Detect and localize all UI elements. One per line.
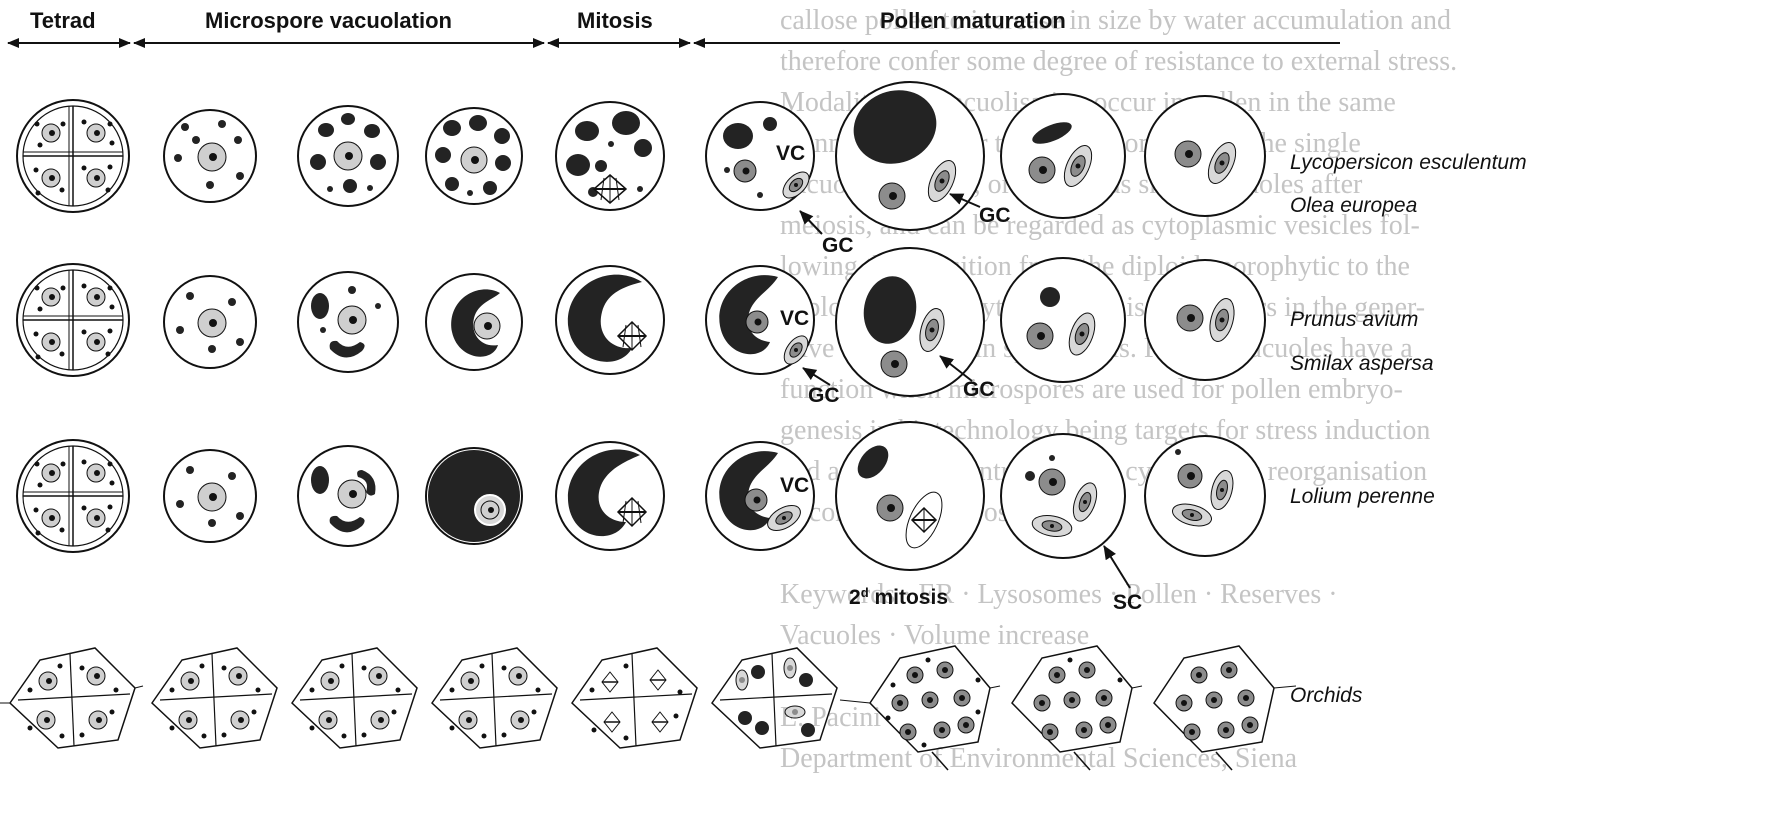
microspore-cell — [298, 106, 398, 206]
arrow-gc — [803, 368, 830, 385]
orchid-tetrad — [292, 648, 417, 748]
species-label-lolium: Lolium perenne — [1290, 485, 1435, 508]
microspore-cell — [298, 272, 398, 372]
pollen-cell — [1145, 96, 1265, 216]
label-second-mitosis: 2d mitosis — [849, 585, 948, 610]
pollen-cell — [1001, 258, 1125, 382]
row-prunus-smilax: VC GC GC — [17, 248, 1265, 407]
microspore-cell — [426, 108, 522, 204]
row-orchids — [0, 646, 1296, 770]
stage-label-pollen-maturation: Pollen maturation — [880, 8, 1066, 33]
orchid-tetrad-pollinia — [1012, 646, 1142, 770]
mitosis-cell — [556, 266, 664, 374]
microspore-cell — [298, 446, 398, 546]
species-label-prunus: Prunus avium — [1290, 308, 1418, 331]
label-sc: SC — [1113, 591, 1142, 614]
species-label-orchids: Orchids — [1290, 684, 1363, 707]
label-gc: GC — [808, 384, 840, 407]
microspore-cell — [164, 450, 256, 542]
label-vc: VC — [780, 307, 809, 330]
species-label-smilax: Smilax aspersa — [1290, 352, 1434, 375]
orchid-tetrad — [432, 648, 557, 748]
arrow-sc — [1104, 546, 1130, 588]
label-vc: VC — [776, 142, 805, 165]
label-gc: GC — [979, 204, 1011, 227]
label-gc: GC — [963, 378, 995, 401]
pollen-cell — [836, 422, 984, 570]
pollen-cell — [836, 79, 984, 230]
mitosis-cell — [556, 102, 664, 210]
species-label-olea: Olea europea — [1290, 194, 1417, 217]
stage-label-microspore-vacuolation: Microspore vacuolation — [205, 8, 452, 33]
microspore-cell — [164, 110, 256, 202]
species-label-lycopersicon: Lycopersicon esculentum — [1290, 151, 1527, 174]
orchid-tetrad — [0, 648, 143, 748]
pollen-cell — [1145, 436, 1265, 556]
orchid-tetrad-bicellular — [712, 648, 837, 748]
label-vc: VC — [780, 474, 809, 497]
tetrad-cell — [17, 100, 129, 212]
orchid-tetrad-pollinia — [1154, 646, 1296, 770]
microspore-cell — [164, 276, 256, 368]
pollen-cell — [1145, 260, 1265, 380]
mitosis-cell — [556, 442, 664, 550]
pollen-cell — [1001, 434, 1125, 558]
pollen-cell — [1001, 94, 1125, 218]
tetrad-cell — [17, 440, 129, 552]
row-lolium: VC 2d mitosis SC — [17, 422, 1265, 614]
orchid-tetrad-mitosis — [572, 648, 697, 748]
stage-label-mitosis: Mitosis — [577, 8, 653, 33]
arrow-gc — [800, 211, 822, 234]
tetrad-cell — [17, 264, 129, 376]
stage-label-tetrad: Tetrad — [30, 8, 96, 33]
label-gc: GC — [822, 234, 854, 257]
microspore-cell — [426, 448, 522, 544]
row-lycopersicon-olea: VC GC GC — [17, 79, 1265, 257]
orchid-tetrad — [152, 648, 277, 748]
orchid-tetrad-pollinia — [840, 646, 1000, 770]
microspore-cell — [426, 274, 522, 370]
